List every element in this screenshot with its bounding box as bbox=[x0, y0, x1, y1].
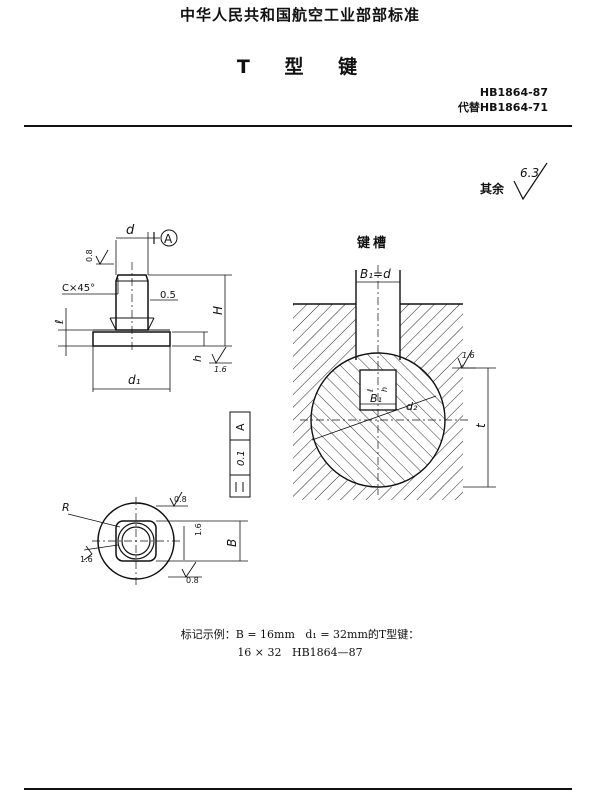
datum-a-icon bbox=[160, 229, 178, 247]
keyway-view: 键槽 B₁=d ℓ h B₁ d₂ 1.6 bbox=[293, 235, 496, 500]
roughness-icon bbox=[457, 349, 473, 370]
svg-text:C×45°: C×45° bbox=[62, 283, 95, 294]
keyway-title: 键槽 bbox=[356, 235, 389, 251]
svg-text:1.6: 1.6 bbox=[214, 365, 227, 374]
svg-text:d₂: d₂ bbox=[406, 400, 418, 413]
footer-divider bbox=[24, 788, 572, 790]
svg-text:h: h bbox=[191, 355, 204, 362]
svg-text:0.5: 0.5 bbox=[160, 290, 176, 301]
replaces-standard: 代替HB1864-71 bbox=[457, 101, 548, 114]
svg-text:d: d bbox=[126, 223, 135, 238]
svg-text:ℓ: ℓ bbox=[53, 319, 66, 325]
front-view: d A 0.8 C×45° 0.5 H h 1.6 ℓ bbox=[53, 223, 232, 392]
svg-text:0.8: 0.8 bbox=[186, 576, 199, 585]
header-divider bbox=[24, 125, 572, 127]
svg-text:d₁: d₁ bbox=[128, 373, 141, 387]
svg-text:0.8: 0.8 bbox=[174, 495, 187, 504]
svg-text:B₁: B₁ bbox=[370, 392, 382, 405]
page-title: T 型 键 bbox=[236, 56, 364, 78]
svg-text:B: B bbox=[225, 539, 239, 547]
svg-text:h: h bbox=[380, 387, 389, 392]
roughness-check-icon bbox=[513, 162, 548, 201]
top-view: R 0.8 1.6 0.8 1.6 B bbox=[62, 491, 248, 585]
tolerance-frame: A 0.1 bbox=[229, 411, 251, 498]
organization-header: 中华人民共和国航空工业部部标准 bbox=[179, 6, 420, 24]
roughness-icon bbox=[169, 491, 183, 507]
marking-example: 标记示例：B = 16mm d₁ = 32mm的T型键： bbox=[180, 628, 420, 641]
general-roughness-value: 6.3 bbox=[520, 166, 539, 180]
key-head bbox=[92, 331, 171, 347]
svg-text:0.8: 0.8 bbox=[85, 249, 94, 262]
svg-text:1.6: 1.6 bbox=[194, 523, 203, 536]
svg-text:B₁=d: B₁=d bbox=[360, 267, 391, 281]
svg-text:R: R bbox=[62, 501, 70, 514]
svg-text:ℓ: ℓ bbox=[366, 389, 375, 393]
svg-text:1.6: 1.6 bbox=[80, 555, 93, 564]
standard-number: HB1864-87 bbox=[479, 86, 548, 99]
svg-text:A: A bbox=[164, 232, 173, 246]
roughness-icon bbox=[181, 561, 197, 578]
roughness-icon bbox=[83, 545, 93, 561]
svg-text:H: H bbox=[211, 306, 225, 315]
general-roughness-label: 其余 bbox=[480, 181, 505, 196]
svg-text:0.1: 0.1 bbox=[236, 450, 247, 466]
roughness-icon bbox=[95, 249, 109, 265]
technical-drawing: 其余 6.3 d A 0.8 C×45° 0 bbox=[53, 162, 548, 585]
marking-code: 16 × 32 HB1864—87 bbox=[237, 646, 363, 659]
svg-text:t: t bbox=[474, 422, 488, 428]
svg-text:A: A bbox=[234, 423, 247, 431]
general-roughness-symbol: 其余 6.3 bbox=[480, 162, 548, 201]
svg-text:1.6: 1.6 bbox=[462, 351, 475, 360]
roughness-icon bbox=[211, 346, 227, 364]
